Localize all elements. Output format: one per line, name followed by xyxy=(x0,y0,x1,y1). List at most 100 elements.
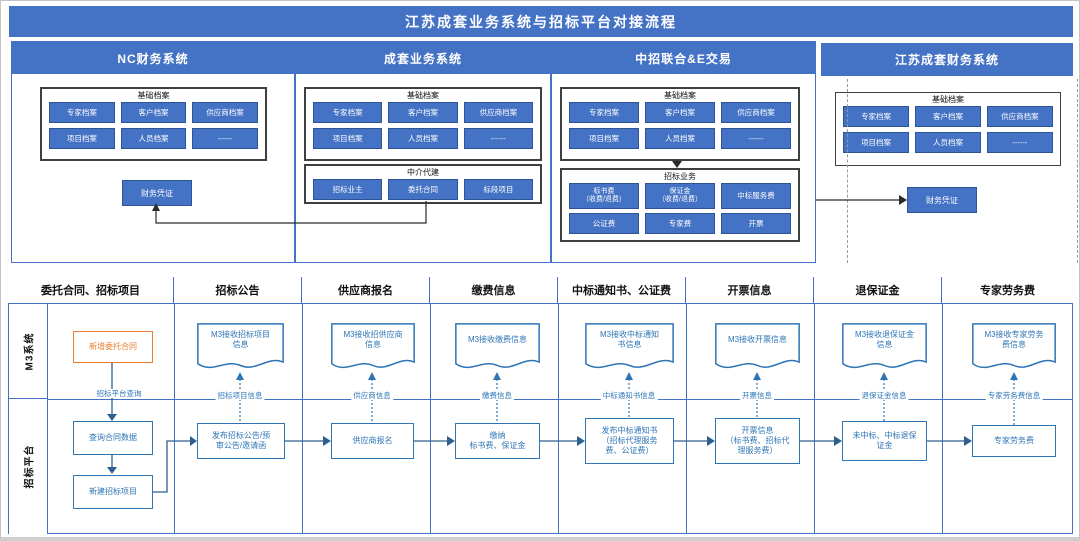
system-column-jscw: 江苏成套财务系统 基础档案 专家档案 客户档案 供应商档案 项目档案 人员档案 … xyxy=(821,41,1073,263)
archive-node: 人员档案 xyxy=(914,132,982,153)
system-header-m3: 成套业务系统 xyxy=(296,42,550,74)
group-label: 中介代建 xyxy=(407,168,439,177)
link-label: 缴费信息 xyxy=(480,391,514,400)
archive-node: ------ xyxy=(192,128,258,149)
system-column-ztlh: 中招联合&E交易 基础档案 专家档案 客户档案 供应商档案 项目档案 人员档案 … xyxy=(551,41,816,263)
doc-award-notice-info: M3接收中标通知 书信息 xyxy=(585,323,674,374)
group-label: 基础档案 xyxy=(932,95,964,104)
system-header-jscw: 江苏成套财务系统 xyxy=(821,43,1073,76)
agency-node: 委托合同 xyxy=(388,179,458,200)
grid-line xyxy=(814,304,815,534)
grid-line xyxy=(558,304,559,534)
system-column-m3: 成套业务系统 基础档案 专家档案 客户档案 供应商档案 项目档案 人员档案 --… xyxy=(295,41,551,263)
archive-node: ------ xyxy=(721,128,791,149)
voucher-node-nc: 财务凭证 xyxy=(122,180,192,206)
link-label: 退保证金信息 xyxy=(859,391,909,400)
bidding-node: 开票 xyxy=(721,213,791,234)
node-pay-fees: 缴纳 标书费、保证金 xyxy=(455,423,540,459)
agency-node: 招标业主 xyxy=(313,179,383,200)
archive-node: 项目档案 xyxy=(313,128,383,149)
bidding-node: 公证费 xyxy=(569,213,639,234)
doc-payment-info: M3接收缴费信息 xyxy=(455,323,540,374)
grid-line xyxy=(302,304,303,534)
bidding-node: 专家费 xyxy=(645,213,715,234)
archive-node: 项目档案 xyxy=(569,128,639,149)
link-label: 中标通知书信息 xyxy=(600,391,658,400)
archive-node: ------ xyxy=(463,128,533,149)
doc-text: M3接收退保证金 信息 xyxy=(854,330,915,349)
archive-node: 供应商档案 xyxy=(721,102,791,123)
swimlane-frame xyxy=(8,277,1073,534)
col-header: 退保证金 xyxy=(814,277,942,304)
archive-node: 专家档案 xyxy=(843,106,910,127)
group-label: 基础档案 xyxy=(664,91,696,100)
grid-line xyxy=(174,304,175,534)
col-header: 开票信息 xyxy=(686,277,814,304)
archive-node: 人员档案 xyxy=(120,128,187,149)
bidding-node: 保证金 （收费/退费） xyxy=(645,183,715,209)
doc-text: M3接收中标通知 书信息 xyxy=(599,330,660,349)
archive-node: 专家档案 xyxy=(313,102,383,123)
archive-node: 专家档案 xyxy=(569,102,639,123)
doc-text: M3接收开票信息 xyxy=(727,335,788,344)
group-bidding: 招标业务 标书费 （收费/退费） 保证金 （收费/退费） 中标服务费 公证费 专… xyxy=(560,168,800,242)
grid-line xyxy=(686,304,687,534)
lane-label-m3: M3系统 xyxy=(24,332,36,370)
doc-text: M3接收专家劳务 费信息 xyxy=(984,330,1044,349)
archive-node: ------ xyxy=(986,132,1053,153)
doc-expert-fee-info: M3接收专家劳务 费信息 xyxy=(972,323,1056,374)
agency-node: 标段项目 xyxy=(463,179,533,200)
archive-node: 专家档案 xyxy=(49,102,115,123)
swimlane-header-row: 委托合同、招标项目 招标公告 供应商报名 缴费信息 中标通知书、公证费 开票信息… xyxy=(8,277,1073,304)
node-publish-announcement: 发布招标公告/预 审公告/邀请函 xyxy=(197,423,285,459)
link-label: 招标平台查询 xyxy=(94,389,144,398)
archive-node: 人员档案 xyxy=(388,128,458,149)
group-archives-nc: 基础档案 专家档案 客户档案 供应商档案 项目档案 人员档案 ------ xyxy=(40,87,267,161)
archive-node: 客户档案 xyxy=(645,102,715,123)
dashed-boundary-right xyxy=(1077,79,1078,263)
group-archives-ztlh: 基础档案 专家档案 客户档案 供应商档案 项目档案 人员档案 ------ xyxy=(560,87,800,161)
link-label: 招标项目信息 xyxy=(215,391,265,400)
doc-text: M3接收招标项目 信息 xyxy=(210,330,271,349)
col-header: 招标公告 xyxy=(174,277,302,304)
node-refund-deposit: 未中标、中标退保 证金 xyxy=(842,421,927,461)
node-publish-award-notice: 发布中标通知书 （招标代理服务 费、公证费） xyxy=(585,418,674,464)
archive-node: 项目档案 xyxy=(49,128,115,149)
archive-node: 客户档案 xyxy=(914,106,982,127)
doc-refund-info: M3接收退保证金 信息 xyxy=(842,323,927,374)
doc-text: M3接收缴费信息 xyxy=(467,335,528,344)
group-archives-m3: 基础档案 专家档案 客户档案 供应商档案 项目档案 人员档案 ------ xyxy=(304,87,542,161)
link-label: 开票信息 xyxy=(740,391,774,400)
page-title: 江苏成套业务系统与招标平台对接流程 xyxy=(9,6,1073,37)
col-header: 委托合同、招标项目 xyxy=(8,277,174,304)
bidding-node: 标书费 （收费/退费） xyxy=(569,183,639,209)
lane-platform: 招标平台 xyxy=(9,399,48,534)
archive-node: 供应商档案 xyxy=(192,102,258,123)
col-header: 缴费信息 xyxy=(430,277,558,304)
lane-label-platform: 招标平台 xyxy=(24,444,36,489)
doc-bid-project-info: M3接收招标项目 信息 xyxy=(197,323,284,374)
archive-node: 项目档案 xyxy=(843,132,910,153)
system-column-nc: NC财务系统 基础档案 专家档案 客户档案 供应商档案 项目档案 人员档案 --… xyxy=(11,41,295,263)
col-header: 中标通知书、公证费 xyxy=(558,277,686,304)
voucher-node-jscw: 财务凭证 xyxy=(907,187,977,213)
bidding-node: 中标服务费 xyxy=(721,183,791,209)
node-invoice-info: 开票信息 （标书费、招标代 理服务费） xyxy=(715,418,800,464)
archive-node: 客户档案 xyxy=(388,102,458,123)
archive-node: 客户档案 xyxy=(120,102,187,123)
grid-line xyxy=(942,304,943,534)
group-archives-jscw: 基础档案 专家档案 客户档案 供应商档案 项目档案 人员档案 ------ xyxy=(835,92,1061,166)
lane-m3: M3系统 xyxy=(9,304,48,399)
group-label: 基础档案 xyxy=(137,91,170,100)
dashed-boundary-left xyxy=(847,79,848,263)
archive-node: 供应商档案 xyxy=(463,102,533,123)
doc-supplier-info: M3接收招供应商 信息 xyxy=(331,323,415,374)
group-label: 招标业务 xyxy=(664,172,696,181)
group-label: 基础档案 xyxy=(407,91,439,100)
lane-divider xyxy=(48,399,1073,400)
col-header: 专家劳务费 xyxy=(942,277,1073,304)
system-header-ztlh: 中招联合&E交易 xyxy=(552,42,815,74)
link-label: 专家劳务费信息 xyxy=(985,391,1043,400)
grid-line xyxy=(430,304,431,534)
node-expert-fee: 专家劳务费 xyxy=(972,425,1056,457)
